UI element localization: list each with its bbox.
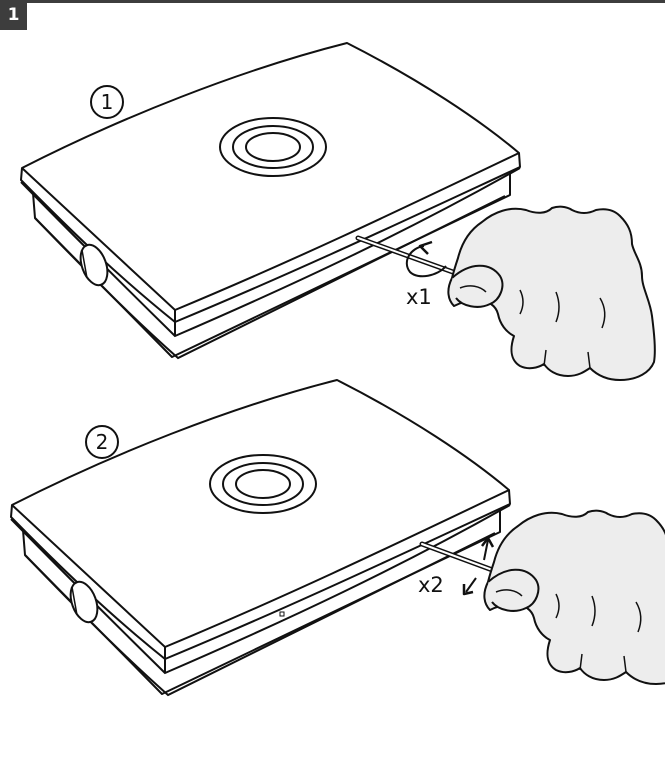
count-label-x2: x2 <box>418 573 444 597</box>
hand-1 <box>448 207 654 380</box>
hand-2 <box>484 511 665 684</box>
count-label-x1: x1 <box>406 285 432 309</box>
panel-1: 1 x1 <box>21 43 655 380</box>
step-marker-2-circle: 2 <box>86 426 118 458</box>
step-marker-2-label: 2 <box>96 430 109 454</box>
router-device-2 <box>11 380 510 695</box>
reset-hole <box>280 612 284 616</box>
step-marker-1-label: 1 <box>101 90 114 114</box>
step-marker-1-circle: 1 <box>91 86 123 118</box>
panel-2: 2 x2 <box>11 380 665 695</box>
